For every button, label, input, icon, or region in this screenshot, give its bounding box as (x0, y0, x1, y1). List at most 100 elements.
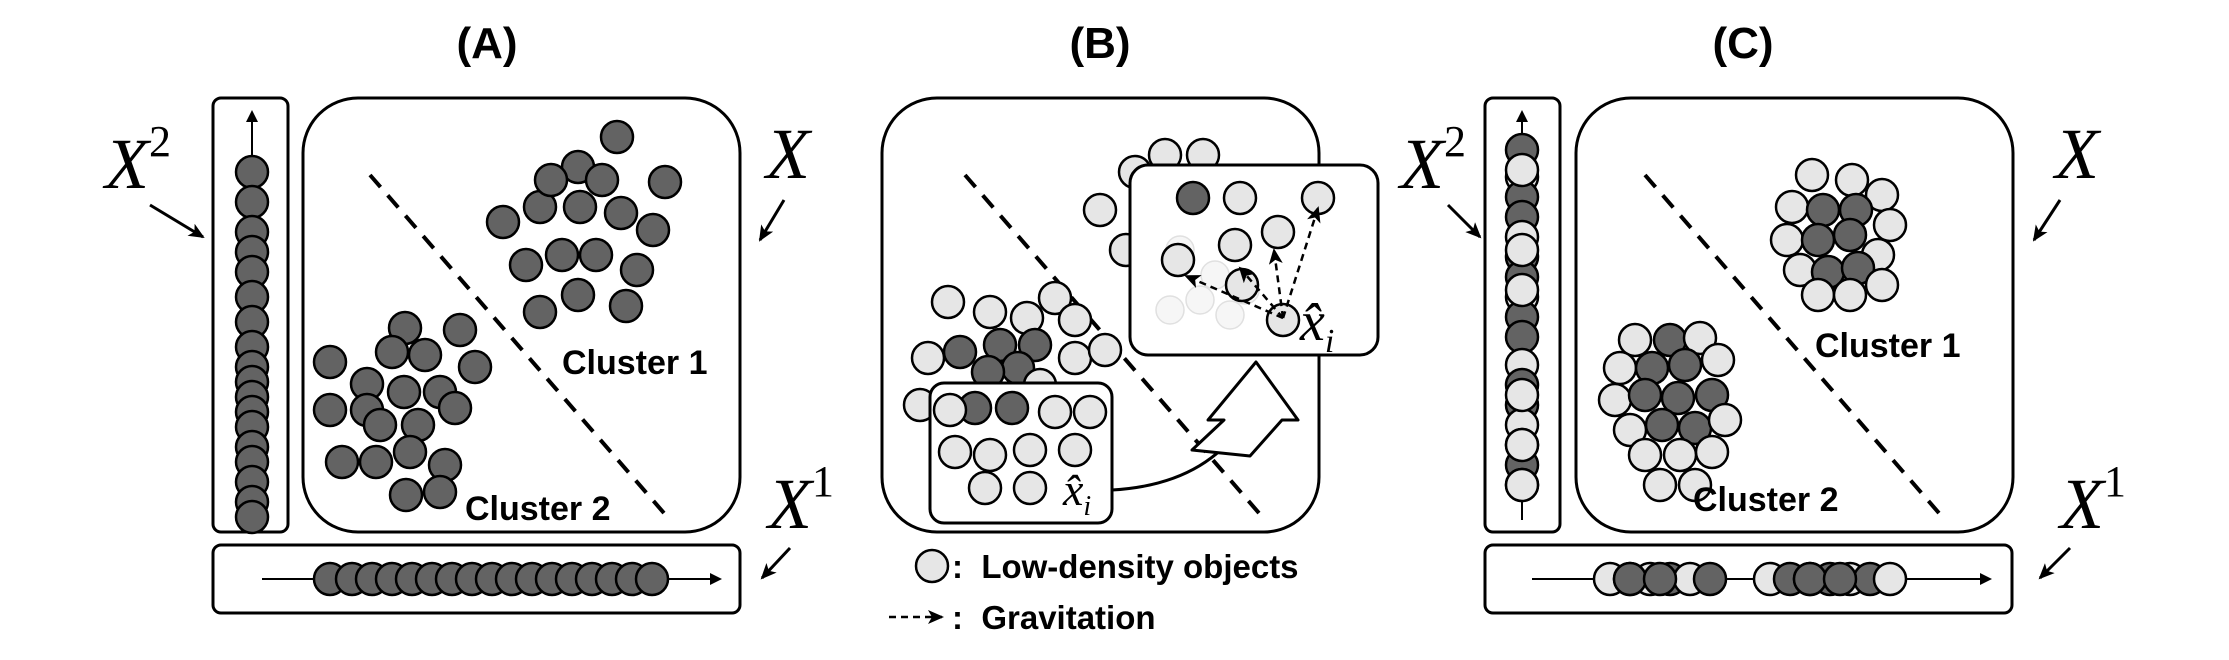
low-density-object (1597, 382, 1633, 418)
low-density-object (1037, 280, 1073, 316)
high-density-object (1612, 561, 1648, 597)
high-density-object (388, 477, 424, 513)
high-density-object (485, 204, 521, 240)
low-density-object (1504, 272, 1540, 308)
high-density-object (1805, 192, 1841, 228)
panel-c-label: (C) (1712, 19, 1773, 68)
high-density-object (1642, 561, 1678, 597)
low-density-object (1057, 432, 1093, 468)
low-density-object (932, 392, 968, 428)
gravitation-arrow (1238, 266, 1284, 319)
low-density-object (972, 437, 1008, 473)
low-density-object (1504, 467, 1540, 503)
low-density-object (1617, 322, 1653, 358)
panel-c-x1-pointer-arrow (2038, 546, 2072, 580)
low-density-object (1642, 467, 1678, 503)
panel-a-space-label: X (763, 114, 813, 194)
panel-a-space-box (301, 96, 742, 534)
panel-a-label: (A) (456, 19, 517, 68)
panel-c-objects (1597, 157, 1908, 503)
high-density-object (562, 189, 598, 225)
panel-a-x1-axis-box (211, 543, 742, 615)
low-density-object (1037, 394, 1073, 430)
high-density-object (1175, 180, 1211, 216)
panel-c-x2-label: X2 (1397, 117, 1466, 204)
panel-a-x2-label: X2 (102, 117, 171, 204)
panel-c-cluster1-label: Cluster 1 (1815, 327, 1961, 365)
high-density-object (1660, 380, 1696, 416)
low-density-object (1057, 302, 1093, 338)
high-density-object (544, 237, 580, 273)
high-density-object (358, 444, 394, 480)
panel-b-zoom-after-objects (1160, 180, 1336, 338)
high-density-object (1017, 327, 1053, 363)
high-density-object (457, 349, 493, 385)
panel-b-xhat-label-after: x̂i (1299, 291, 1334, 360)
low-density-object (1602, 350, 1638, 386)
low-density-object (910, 340, 946, 376)
high-density-object (392, 434, 428, 470)
panel-b-label: (B) (1069, 19, 1130, 68)
low-density-object (1504, 152, 1540, 188)
panel-b-gravitation-arrows (1184, 206, 1321, 320)
ghost-object (1185, 285, 1215, 315)
high-density-object (1792, 561, 1828, 597)
panel-a-space-pointer-arrow (758, 199, 786, 242)
low-density-object (1800, 277, 1836, 313)
legend-gravitation-text: : Gravitation (952, 599, 1156, 636)
low-density-object (1217, 227, 1253, 263)
low-density-object (1222, 180, 1258, 216)
high-density-object (578, 237, 614, 273)
high-density-object (508, 247, 544, 283)
high-density-object (234, 499, 270, 535)
high-density-object (362, 407, 398, 443)
high-density-object (442, 312, 478, 348)
low-density-object (1662, 437, 1698, 473)
panel-c-space-pointer-arrow (2032, 199, 2062, 242)
low-density-object (1072, 394, 1108, 430)
legend-low-density-text: : Low-density objects (952, 548, 1299, 585)
low-density-object (1694, 434, 1730, 470)
high-density-object (533, 162, 569, 198)
high-density-object (635, 212, 671, 248)
low-density-object (1700, 342, 1736, 378)
high-density-object (942, 334, 978, 370)
panel-c-x1-projection (1592, 561, 1908, 597)
panel-a-x1-projection (312, 561, 670, 597)
panel-a-cluster1-label: Cluster 1 (562, 344, 708, 382)
high-density-object (994, 390, 1030, 426)
low-density-object (1260, 214, 1296, 250)
panel-b-xhat-label-before: x̂i (1062, 464, 1091, 522)
low-density-object (1160, 242, 1196, 278)
ghost-object (1215, 300, 1245, 330)
panel-a-x2-projection (234, 154, 270, 535)
ghost-object (1155, 295, 1185, 325)
high-density-object (1644, 407, 1680, 443)
high-density-object (634, 561, 670, 597)
high-density-object (560, 277, 596, 313)
panel-c-x1-axis-box (1483, 543, 2014, 615)
high-density-object (522, 294, 558, 330)
low-density-object (1774, 189, 1810, 225)
panel-b-legend: : Low-density objects : Gravitation (889, 548, 1299, 636)
panel-c-boundary-line (1643, 173, 1947, 522)
low-density-object (1872, 561, 1908, 597)
low-density-object (1504, 232, 1540, 268)
panel-a-objects (312, 119, 683, 513)
low-density-object (1832, 277, 1868, 313)
panel-a: (A) Cluster 1 Cluster 2 X2 X X1 (102, 19, 834, 615)
low-density-object (1794, 157, 1830, 193)
panel-a-x2-pointer-arrow (149, 203, 205, 239)
high-density-object (1667, 347, 1703, 383)
panel-c-x2-projection (1504, 132, 1540, 503)
low-density-object (1224, 267, 1260, 303)
low-density-object (1769, 222, 1805, 258)
high-density-object (407, 337, 443, 373)
high-density-object (599, 119, 635, 155)
low-density-object (1677, 467, 1713, 503)
low-density-object (1504, 377, 1540, 413)
high-density-object (234, 184, 270, 220)
low-density-object (1012, 432, 1048, 468)
panel-a-x1-pointer-arrow (760, 546, 792, 580)
low-density-object (1012, 470, 1048, 506)
